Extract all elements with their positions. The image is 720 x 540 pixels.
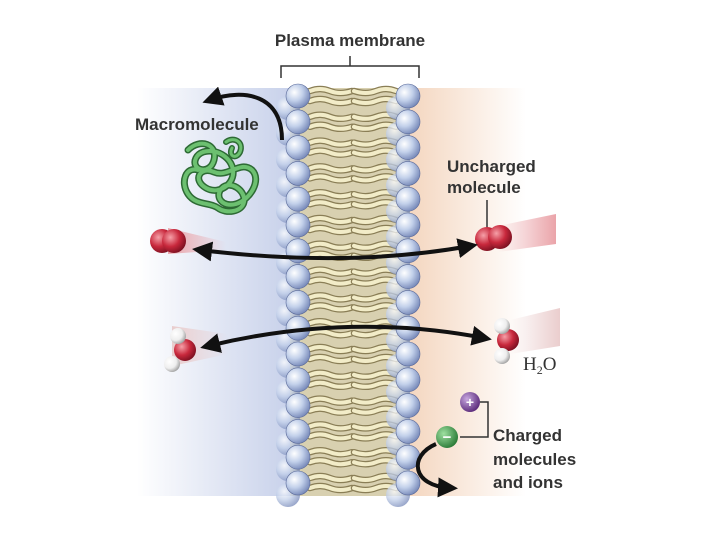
charged-leader-line xyxy=(460,401,489,438)
phospholipid-head xyxy=(395,238,421,264)
phospholipid-head xyxy=(285,290,311,315)
charged-label-line1: Charged xyxy=(493,426,562,445)
svg-text:+: + xyxy=(466,394,474,410)
intracellular-region xyxy=(408,88,526,496)
lipid-tail-highlight xyxy=(308,370,354,379)
phospholipid-head xyxy=(395,393,421,418)
lipid-tail-highlight xyxy=(352,87,398,95)
lipid-tail-highlight xyxy=(308,277,354,286)
charged-label-line3: and ions xyxy=(493,473,563,492)
lipid-tail-highlight xyxy=(308,87,354,95)
water-molecule-left xyxy=(164,328,196,372)
lipid-tail-highlight xyxy=(308,432,354,441)
lipid-tail-highlight xyxy=(308,319,354,328)
lipid-tail-highlight xyxy=(308,458,354,467)
phospholipid-head xyxy=(285,444,311,470)
water-trail-right xyxy=(510,308,560,354)
lipid-tail-highlight xyxy=(308,216,354,224)
lipid-tail-highlight xyxy=(308,148,354,157)
lipid-tail-highlight xyxy=(308,422,354,431)
phospholipid-head xyxy=(285,186,311,212)
phospholipid-head xyxy=(285,367,311,393)
phospholipid-head xyxy=(285,341,311,367)
membrane-bracket xyxy=(280,56,420,78)
lipid-tail-highlight xyxy=(308,448,354,457)
lipid-tail-highlight xyxy=(308,406,354,415)
phospholipid-head xyxy=(285,212,311,238)
uncharged-label-line2: molecule xyxy=(447,178,521,197)
uncharged-label-line1: Uncharged xyxy=(447,157,536,176)
phospholipid-head xyxy=(285,109,311,135)
phospholipid-head xyxy=(285,419,311,444)
phospholipid-head xyxy=(395,161,421,186)
phospholipid-head xyxy=(285,393,311,418)
lipid-tail-highlight xyxy=(308,396,354,405)
phospholipid-head xyxy=(395,367,421,393)
phospholipid-head xyxy=(285,161,311,186)
phospholipid-head xyxy=(395,109,421,135)
lipid-tail-highlight xyxy=(308,267,354,276)
lipid-tail-highlight xyxy=(308,174,354,183)
phospholipid-head xyxy=(285,135,311,160)
macromolecule-bounce-arrow xyxy=(202,86,284,141)
phospholipid-head xyxy=(285,470,311,496)
lipid-tail-highlight xyxy=(308,474,354,482)
lipid-tail-highlight xyxy=(308,484,354,492)
svg-text:−: − xyxy=(443,429,452,446)
anion-icon: − xyxy=(436,426,458,448)
phospholipid-head xyxy=(395,186,421,212)
phospholipid-head xyxy=(285,264,311,289)
lipid-tail-highlight xyxy=(308,200,354,209)
lipid-tail-highlight xyxy=(308,293,354,302)
charged-bounce-arrow xyxy=(415,442,458,498)
lipid-tail-highlight xyxy=(308,190,354,199)
phospholipid-head xyxy=(395,264,421,289)
phospholipid-head xyxy=(395,341,421,367)
lipid-tail-highlight xyxy=(308,138,354,147)
uncharged-molecule-right xyxy=(475,225,512,251)
uncharged-trail-right xyxy=(498,214,556,252)
phospholipid-head xyxy=(395,212,421,238)
lipid-tail-highlight xyxy=(308,380,354,389)
phospholipid-head xyxy=(395,470,421,496)
lipid-tail-highlight xyxy=(308,97,354,105)
membrane-title: Plasma membrane xyxy=(275,31,425,50)
charged-label-line2: molecules xyxy=(493,450,576,469)
uncharged-molecule-left xyxy=(150,229,186,253)
macromolecule-label: Macromolecule xyxy=(135,115,259,134)
lipid-tail-highlight xyxy=(308,355,354,363)
cation-icon: + xyxy=(460,392,480,412)
water-molecule-right xyxy=(494,318,519,364)
lipid-tail-highlight xyxy=(308,122,354,131)
lipid-tail-highlight xyxy=(308,226,354,234)
water-double-arrow xyxy=(200,324,492,353)
phospholipid-head xyxy=(395,419,421,444)
phospholipid-head xyxy=(395,83,421,109)
water-formula: H2O xyxy=(523,354,556,377)
uncharged-double-arrow xyxy=(192,238,478,262)
lipid-tail-highlight xyxy=(308,164,354,173)
phospholipid-head xyxy=(395,135,421,160)
phospholipid-head xyxy=(395,290,421,315)
lipid-tail-highlight xyxy=(308,303,354,312)
phospholipid-head xyxy=(285,83,311,109)
protein-icon xyxy=(180,136,260,215)
lipid-tail-highlight xyxy=(308,112,354,121)
